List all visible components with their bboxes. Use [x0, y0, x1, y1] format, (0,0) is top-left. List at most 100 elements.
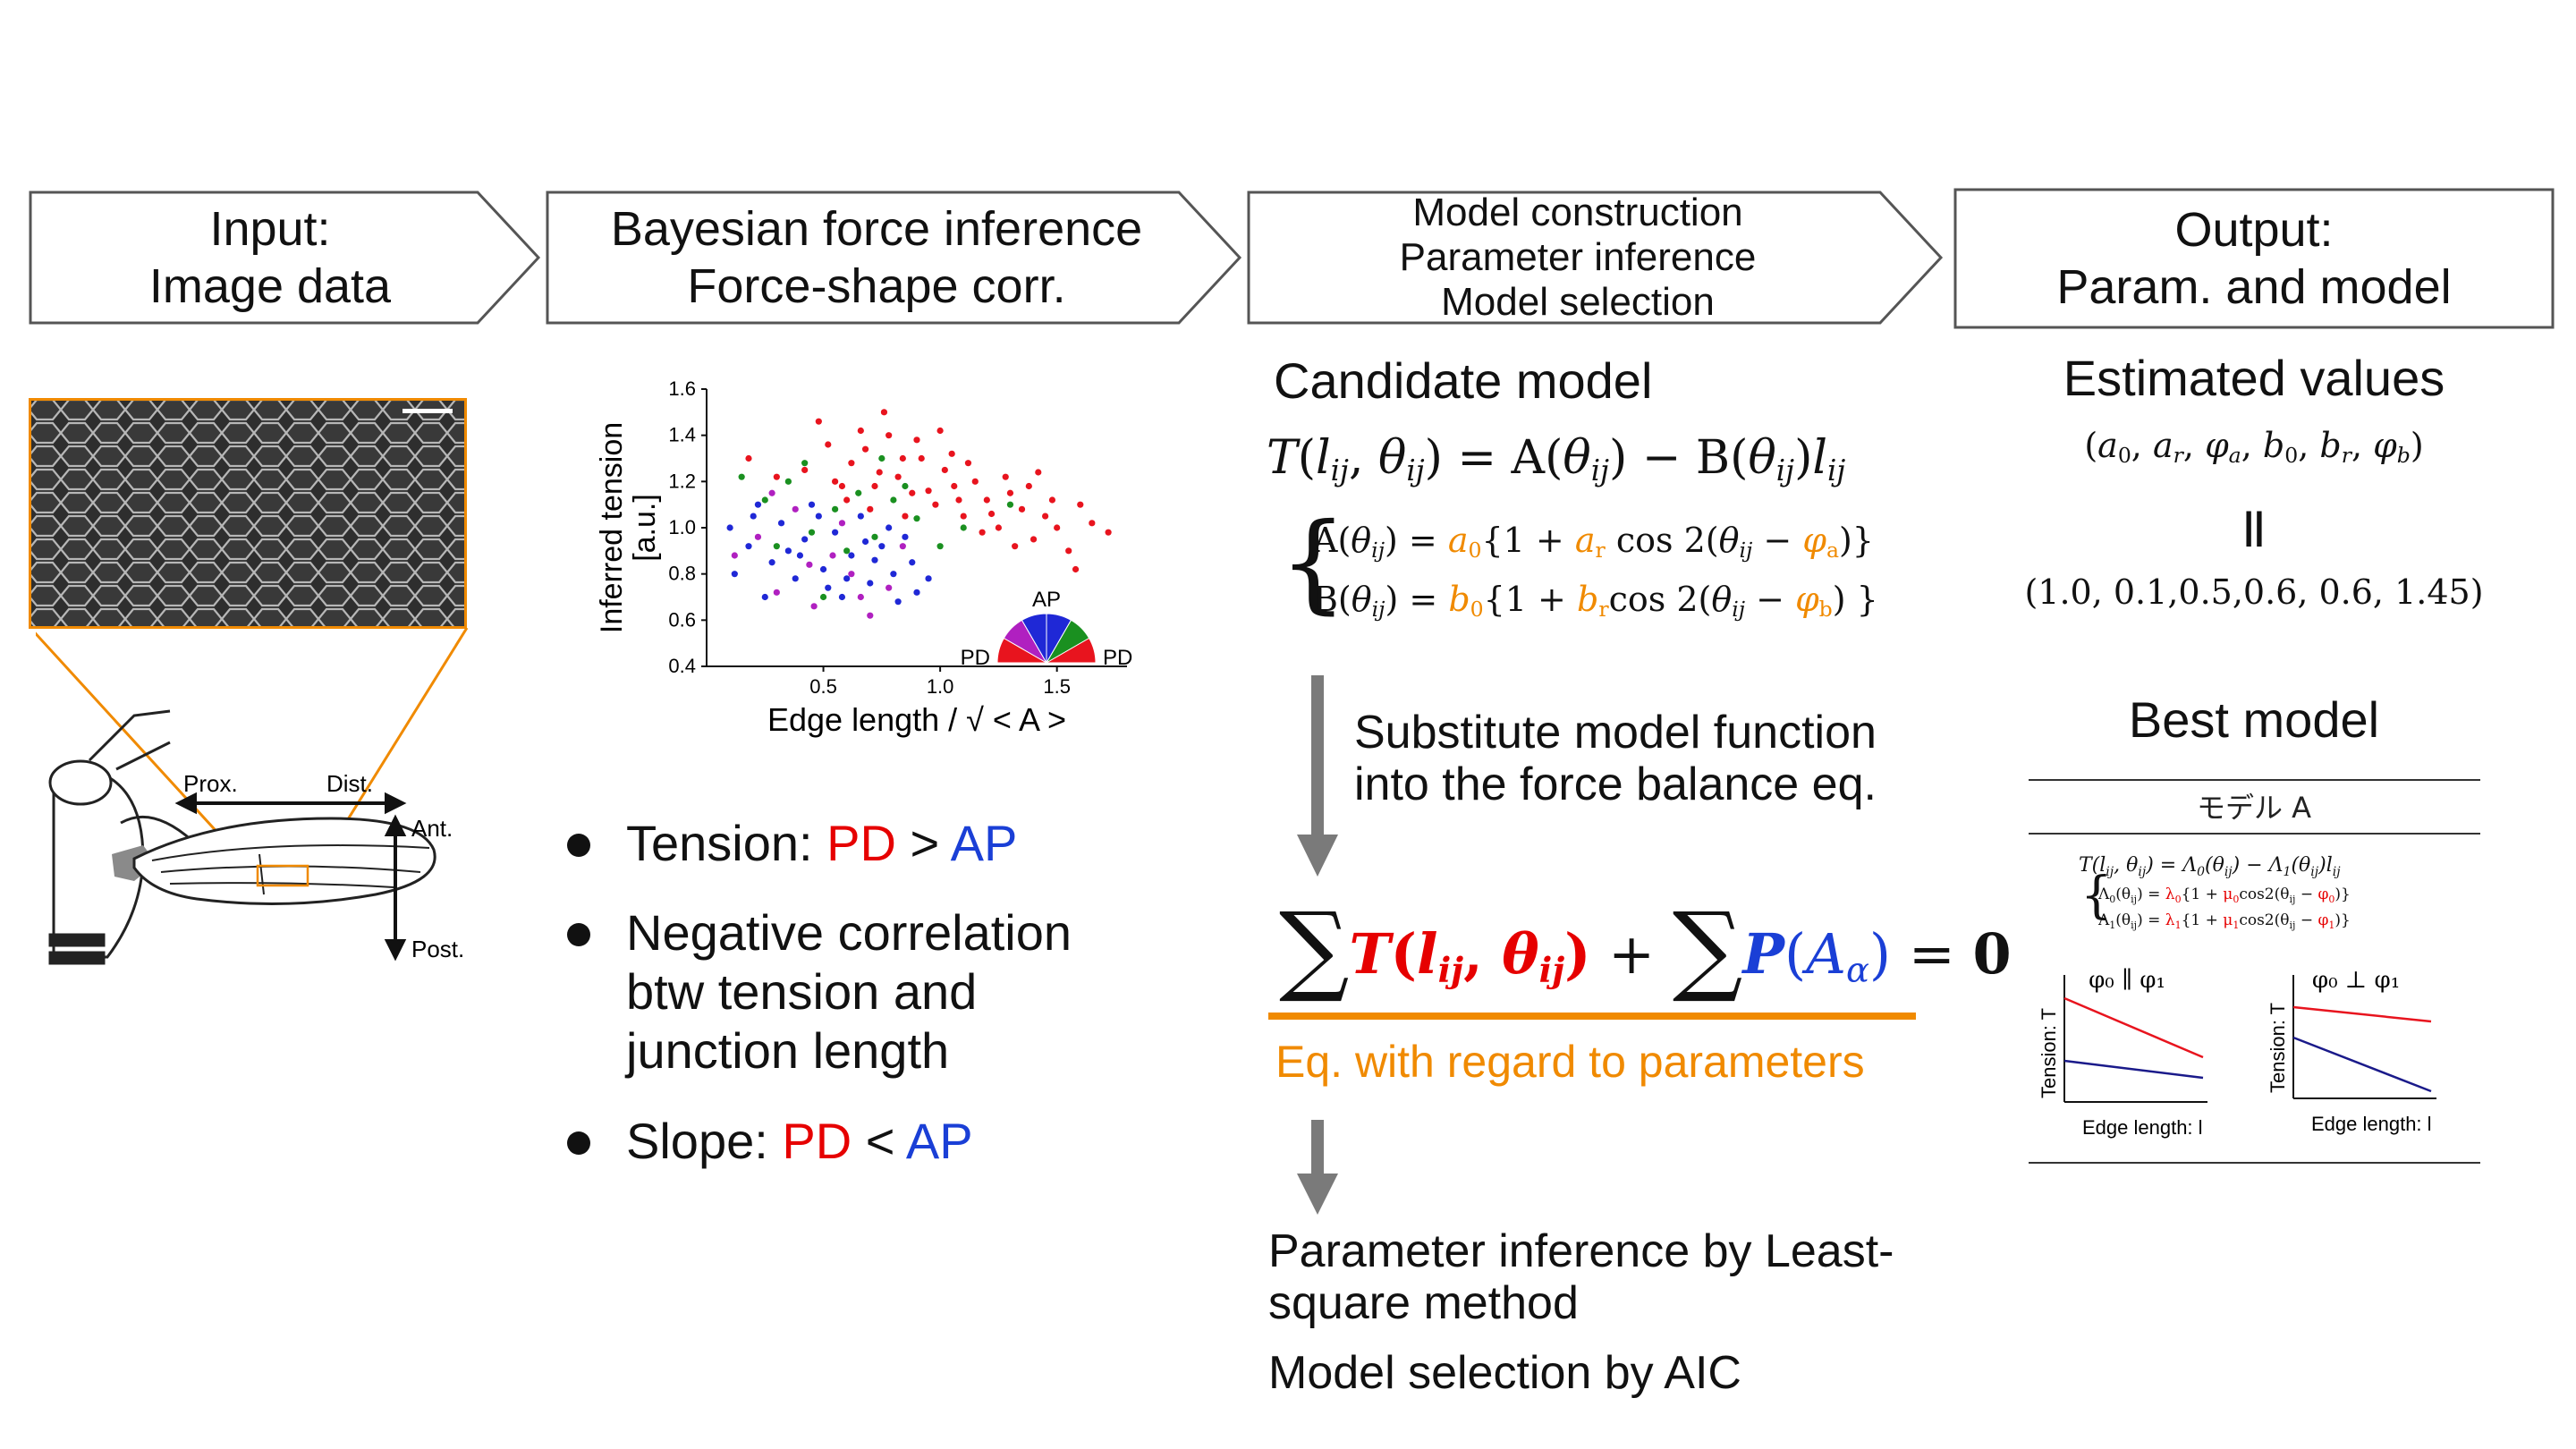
inset-label-ap: AP [1032, 588, 1061, 612]
data-point [773, 473, 780, 480]
data-point [819, 565, 827, 573]
data-point [913, 515, 920, 522]
svg-text:T(lij, θij) = Λ0(θij) − Λ1(θij: T(lij, θij) = Λ0(θij) − Λ1(θij)lij [2079, 854, 2341, 879]
data-point [806, 561, 813, 568]
step-title-line2: Image data [148, 259, 392, 313]
data-point [843, 575, 851, 582]
data-point [871, 556, 878, 564]
brace: { [1279, 501, 1348, 625]
data-point [894, 473, 902, 480]
inset-label-pd-right: PD [1103, 646, 1132, 670]
mini-plot-xlabel: Edge length: l [2311, 1113, 2432, 1135]
data-point [871, 482, 878, 490]
data-point [754, 533, 762, 540]
best-model-title: Best model [2128, 691, 2380, 748]
mini-plot-xlabel: Edge length: l [2082, 1116, 2203, 1139]
data-point [731, 571, 738, 578]
axis-arrows [174, 792, 407, 962]
bullet-prefix: Tension: [626, 815, 827, 871]
force-balance-equation: ∑T(lij, θij) + ∑P(Aα) = 0 [1279, 891, 2012, 1005]
data-point [731, 552, 738, 559]
data-point [857, 513, 864, 520]
data-point [819, 593, 827, 601]
data-point [1030, 536, 1038, 543]
best-model-equations: T(lij, θij) = Λ0(θij) − Λ1(θij)lij { Λ0(… [2079, 854, 2351, 931]
selection-text: Model selection by AIC [1268, 1347, 1741, 1399]
data-point [810, 603, 818, 610]
data-point [983, 496, 990, 504]
bullet-line: Negative correlation [626, 904, 1072, 961]
data-point [1048, 496, 1056, 504]
parameter-values: (1.0, 0.1,0.5,0.6, 0.6, 1.45) [2024, 572, 2484, 612]
data-point [808, 501, 816, 508]
label-ant: Ant. [411, 815, 453, 842]
flow-arrow-down [1295, 675, 1340, 881]
data-point [773, 543, 780, 550]
data-point [932, 501, 939, 508]
bullet-text: Tension: PD > AP [626, 814, 1017, 873]
data-point [941, 466, 948, 474]
inference-line: Parameter inference by Least- [1268, 1225, 1894, 1277]
x-tick-label: 1.0 [927, 675, 954, 698]
data-point [745, 454, 752, 462]
data-point [886, 584, 893, 591]
scale-bar [402, 409, 453, 413]
y-tick-label: 1.0 [668, 516, 696, 538]
data-point [768, 489, 775, 496]
data-point [876, 469, 883, 476]
x-tick-label: 1.5 [1043, 675, 1071, 698]
pd-label: PD [782, 1113, 852, 1169]
step-arrow-shape [29, 191, 541, 325]
candidate-model-title: Candidate model [1274, 352, 1653, 409]
data-point [1054, 524, 1061, 531]
data-point [902, 482, 909, 490]
series-line-blue [2292, 1036, 2432, 1093]
bullet-dot [567, 834, 590, 857]
step-title-line2: Param. and model [2056, 260, 2452, 314]
data-point [745, 543, 752, 550]
data-point [995, 524, 1002, 531]
svg-text:{: { [2080, 867, 2113, 925]
series-line-blue [2063, 1059, 2204, 1080]
data-point [761, 593, 768, 601]
label-post: Post. [411, 936, 464, 962]
data-point [878, 454, 886, 462]
parameter-symbols: (a0, ar, φa, b0, br, φb) [2084, 426, 2424, 468]
data-point [801, 460, 809, 467]
step-title-line1: Model construction [1412, 191, 1743, 234]
data-point [750, 513, 757, 520]
substitute-line: Substitute model function [1354, 707, 1877, 758]
data-point [1042, 513, 1049, 520]
inset-sector [1045, 637, 1097, 664]
model-name: モデル A [2197, 791, 2311, 825]
data-point [832, 478, 839, 485]
data-point [886, 524, 893, 531]
data-point [857, 427, 864, 435]
step-title-line2: Force-shape corr. [687, 259, 1066, 313]
data-point [754, 501, 762, 508]
data-point [855, 489, 862, 496]
data-point [971, 478, 979, 485]
data-point [1065, 547, 1072, 555]
data-point [773, 589, 780, 596]
series-line-red [2063, 996, 2204, 1059]
data-point [832, 529, 839, 536]
mini-plot-parallel: φ₀ ∥ φ₁ Tension: T Edge length: l [2038, 967, 2207, 1139]
svg-text:Λ0(θij) = λ0{1 + μ0cos2(θij −: Λ0(θij) = λ0{1 + μ0cos2(θij − φ0)} [2097, 886, 2351, 905]
data-point [909, 559, 916, 566]
mini-plot-ylabel: Tension: T [2038, 1008, 2060, 1098]
equation-caption: Eq. with regard to parameters [1275, 1037, 1865, 1087]
fly-body [48, 709, 193, 965]
substitute-line: into the force balance eq. [1354, 758, 1877, 810]
data-point [738, 473, 745, 480]
estimated-values-title: Estimated values [2063, 350, 2445, 406]
bullet-dot [567, 1131, 590, 1155]
step-arrow-shape [1247, 191, 1944, 325]
data-point [890, 571, 897, 578]
data-point [878, 543, 886, 550]
ap-label: AP [905, 1113, 973, 1169]
wing-diagram: Prox. Dist. Ant. Post. [29, 626, 483, 975]
data-point [726, 524, 733, 531]
data-point [899, 454, 906, 462]
